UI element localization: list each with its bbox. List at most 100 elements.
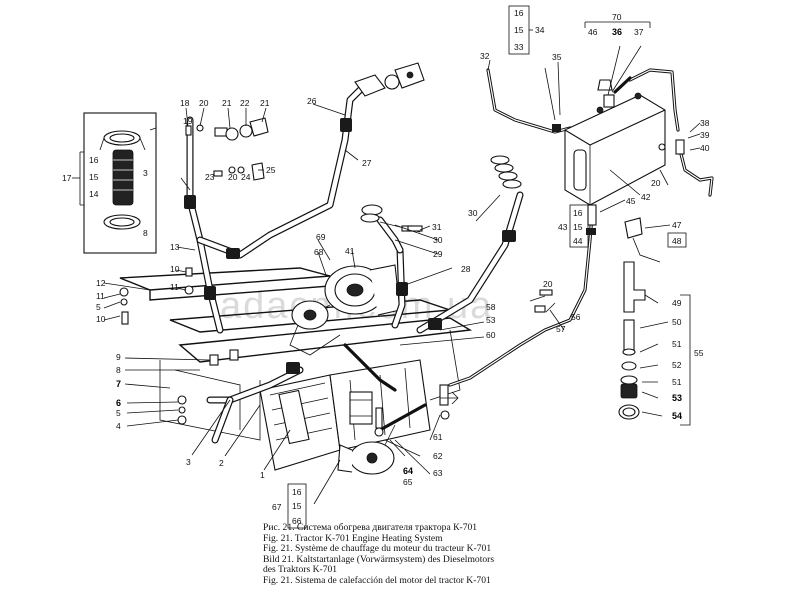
- label-box-44: 44: [573, 236, 583, 246]
- label-4: 4: [116, 421, 121, 431]
- label-26: 26: [307, 96, 317, 106]
- label-48: 48: [672, 236, 682, 246]
- label-box-33: 33: [514, 42, 524, 52]
- label-35: 35: [552, 52, 562, 62]
- label-65: 65: [403, 477, 413, 487]
- caption-line-es: Fig. 21. Sistema de calefacción del moto…: [263, 574, 491, 586]
- label-5: 5: [116, 408, 121, 418]
- label-39: 39: [700, 130, 710, 140]
- label-57: 57: [556, 324, 566, 334]
- label-3: 3: [186, 457, 191, 467]
- label-17: 17: [62, 173, 72, 183]
- engine-housing: [259, 359, 431, 471]
- exploded-nozzle-parts: [618, 217, 661, 420]
- label-51b: 51: [672, 377, 682, 387]
- label-53b: 53: [672, 393, 682, 403]
- fuel-lines: [343, 68, 714, 432]
- label-69: 69: [316, 232, 326, 242]
- label-70: 70: [612, 12, 622, 22]
- label-30: 30: [433, 235, 443, 245]
- label-21b: 21: [260, 98, 270, 108]
- pump-unit: [337, 424, 396, 475]
- label-50: 50: [672, 317, 682, 327]
- label-21a: 21: [222, 98, 232, 108]
- label-32: 32: [480, 51, 490, 61]
- label-2: 2: [219, 458, 224, 468]
- label-49: 49: [672, 298, 682, 308]
- label-45: 45: [626, 196, 636, 206]
- gasket-stack: [490, 155, 522, 189]
- label-14: 14: [89, 189, 99, 199]
- label-31: 31: [432, 222, 442, 232]
- label-1: 1: [260, 470, 265, 480]
- label-63: 63: [433, 468, 443, 478]
- label-16a: 16: [89, 155, 99, 165]
- label-9: 9: [116, 352, 121, 362]
- label-20b: 20: [228, 172, 238, 182]
- label-28: 28: [461, 264, 471, 274]
- label-13: 13: [170, 242, 180, 252]
- figure-caption: Рис. 21. Система обогрева двигателя трак…: [263, 522, 783, 587]
- label-box-15b: 15: [573, 222, 583, 232]
- label-42: 42: [641, 192, 651, 202]
- label-60: 60: [486, 330, 496, 340]
- coupling-45: [587, 204, 597, 226]
- label-box-15c: 15: [292, 501, 302, 511]
- bracket-lines: [72, 5, 691, 529]
- label-11b: 11: [170, 282, 179, 292]
- label-47: 47: [672, 220, 682, 230]
- label-20c: 20: [651, 178, 661, 188]
- label-23: 23: [205, 172, 215, 182]
- label-64: 64: [403, 466, 413, 476]
- label-box-16b: 16: [573, 208, 583, 218]
- label-box-66: 66: [292, 516, 302, 526]
- label-11: 11: [96, 291, 105, 301]
- elbow-pipe-flange: [354, 62, 425, 97]
- label-7: 7: [116, 379, 121, 389]
- leader-lines: [103, 45, 701, 505]
- label-38: 38: [700, 118, 710, 128]
- caption-line-ru: Рис. 21. Система обогрева двигателя трак…: [263, 522, 478, 533]
- label-box-16c: 16: [292, 487, 302, 497]
- label-51a: 51: [672, 339, 682, 349]
- caption-line-de-2: des Traktors K-701: [263, 564, 338, 576]
- caption-line-fr: Fig. 21. Système de chauffage du moteur …: [263, 543, 492, 555]
- label-54: 54: [672, 411, 682, 421]
- label-62: 62: [433, 451, 443, 461]
- label-68: 68: [314, 247, 324, 257]
- label-5b: 5: [96, 302, 101, 312]
- label-12: 12: [96, 278, 106, 288]
- label-box-15a: 15: [514, 25, 524, 35]
- caption-line-de-1: Bild 21. Kaltstartanlage (Vorwärmsystem)…: [263, 553, 495, 565]
- label-67: 67: [272, 502, 282, 512]
- label-58: 58: [486, 302, 496, 312]
- part-labels: 18 20 19 21 22 21 16 15 14 17 3 8 23 20 …: [62, 8, 710, 526]
- label-8: 8: [116, 365, 121, 375]
- label-8-inset: 8: [143, 228, 148, 238]
- label-34: 34: [535, 25, 545, 35]
- label-15a: 15: [89, 172, 99, 182]
- label-40: 40: [700, 143, 710, 153]
- fuel-tank: [552, 92, 666, 206]
- left-inset-box: [83, 112, 157, 254]
- label-55: 55: [694, 348, 704, 358]
- label-27: 27: [362, 158, 372, 168]
- caption-line-en: Fig. 21. Tractor K-701 Engine Heating Sy…: [263, 532, 443, 544]
- label-56: 56: [571, 312, 581, 322]
- label-22: 22: [240, 98, 250, 108]
- label-3-inset: 3: [143, 168, 148, 178]
- filter-canister: [349, 391, 373, 425]
- tank-cap: [603, 94, 615, 108]
- label-37: 37: [634, 27, 644, 37]
- label-24: 24: [241, 172, 251, 182]
- label-6: 6: [116, 398, 121, 408]
- label-41: 41: [345, 246, 355, 256]
- label-19: 19: [183, 116, 193, 126]
- label-box-16a: 16: [514, 8, 524, 18]
- label-10: 10: [96, 314, 106, 324]
- label-43: 43: [558, 222, 568, 232]
- label-30-top: 30: [468, 208, 478, 218]
- label-53: 53: [486, 315, 496, 325]
- label-61: 61: [433, 432, 443, 442]
